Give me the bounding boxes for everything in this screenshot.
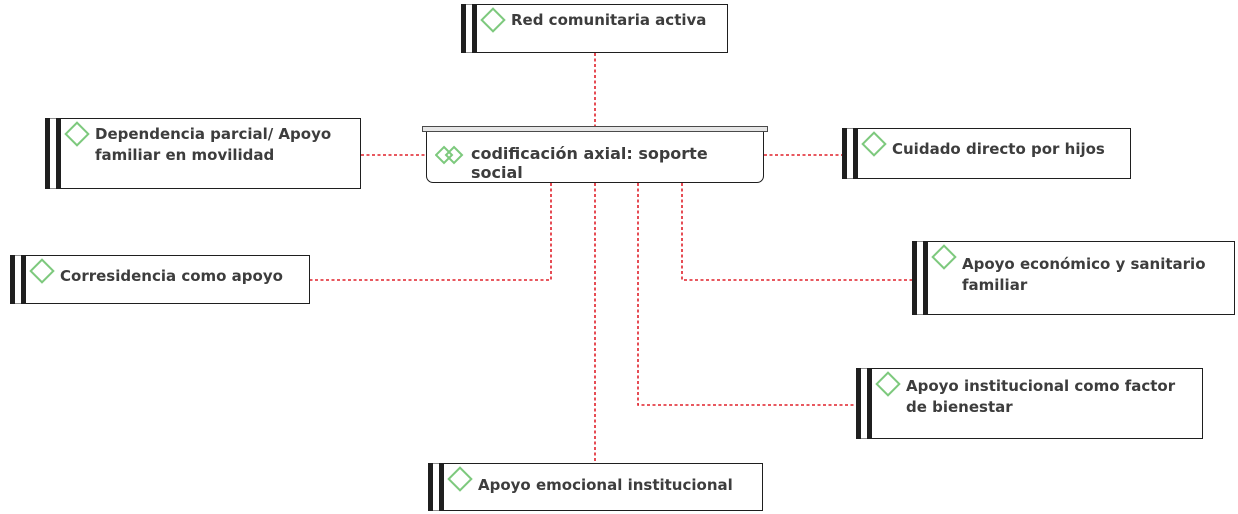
node-red-comunitaria[interactable]: Red comunitaria activa (461, 4, 728, 53)
node-label: Apoyo económico y sanitario familiar (962, 255, 1206, 294)
link-corresidencia (310, 183, 552, 281)
diamond-icon (29, 258, 55, 284)
node-cuidado-hijos[interactable]: Cuidado directo por hijos (842, 128, 1131, 179)
node-label: Corresidencia como apoyo (60, 267, 283, 285)
double-diamond-icon (435, 145, 464, 165)
diamond-icon (480, 7, 506, 33)
node-label: Cuidado directo por hijos (892, 140, 1105, 158)
node-corresidencia[interactable]: Corresidencia como apoyo (10, 255, 310, 304)
diamond-icon (875, 371, 901, 397)
diamond-icon (447, 466, 473, 492)
diamond-icon (861, 131, 887, 157)
node-label: Apoyo emocional institucional (478, 476, 733, 494)
center-header-bar (422, 126, 768, 132)
link-apoyo-institucional (637, 183, 856, 406)
node-apoyo-institucional[interactable]: Apoyo institucional como factor de biene… (856, 368, 1203, 439)
node-apoyo-economico[interactable]: Apoyo económico y sanitario familiar (912, 241, 1235, 315)
diamond-icon (931, 244, 957, 270)
center-label: codificación axial: soporte social (471, 144, 708, 182)
node-label: Red comunitaria activa (511, 11, 707, 29)
node-label: Dependencia parcial/ Apoyo familiar en m… (95, 125, 332, 164)
link-apoyo-economico (681, 183, 912, 281)
diamond-icon (64, 121, 90, 147)
node-dependencia[interactable]: Dependencia parcial/ Apoyo familiar en m… (45, 118, 361, 189)
node-apoyo-emocional[interactable]: Apoyo emocional institucional (428, 463, 763, 511)
node-center[interactable]: codificación axial: soporte social (426, 127, 764, 183)
node-label: Apoyo institucional como factor de biene… (906, 377, 1176, 416)
